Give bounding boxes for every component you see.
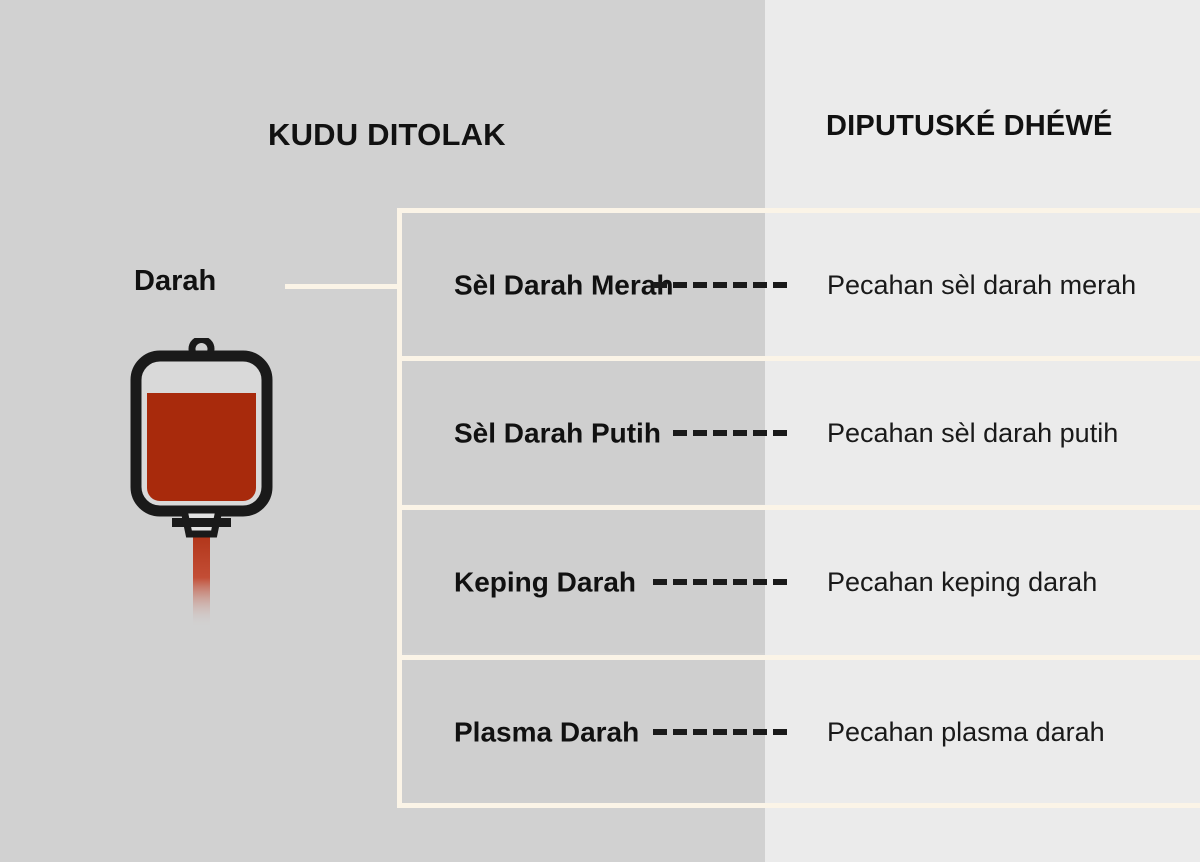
- dashed-connector-icon: [673, 429, 793, 436]
- source-label-blood: Darah: [134, 265, 217, 297]
- dashed-connector-icon: [653, 281, 793, 288]
- component-fraction: Pecahan plasma darah: [827, 716, 1105, 747]
- table-row: Sèl Darah Putih Pecahan sèl darah putih: [402, 361, 1200, 504]
- component-name: Keping Darah: [454, 565, 637, 597]
- table-row: Plasma Darah Pecahan plasma darah: [402, 660, 1200, 803]
- component-name: Sèl Darah Putih: [454, 416, 661, 448]
- component-fraction: Pecahan keping darah: [827, 566, 1098, 597]
- component-fraction: Pecahan sèl darah putih: [827, 417, 1119, 448]
- column-header-personal-decision: DIPUTUSKÉ DHÉWÉ: [826, 110, 1113, 142]
- dashed-connector-icon: [653, 578, 793, 585]
- row-secondary-cell: [765, 510, 1200, 653]
- row-secondary-cell: [765, 361, 1200, 504]
- table-row: Sèl Darah Merah Pecahan sèl darah merah: [402, 213, 1200, 356]
- component-name: Plasma Darah: [454, 715, 640, 747]
- blood-components-table: Sèl Darah Merah Pecahan sèl darah merah …: [397, 208, 1200, 808]
- table-divider-bottom: [397, 803, 1200, 808]
- dashed-connector-icon: [653, 728, 793, 735]
- source-connector-line: [285, 284, 400, 289]
- row-secondary-cell: [765, 660, 1200, 803]
- column-header-must-refuse: KUDU DITOLAK: [268, 117, 506, 152]
- table-divider-top: [397, 208, 1200, 213]
- table-divider-1: [397, 356, 1200, 361]
- row-secondary-cell: [765, 213, 1200, 356]
- table-divider-3: [397, 655, 1200, 660]
- component-fraction: Pecahan sèl darah merah: [827, 269, 1137, 300]
- table-divider-2: [397, 505, 1200, 510]
- blood-bag-icon: [128, 338, 278, 628]
- table-row: Keping Darah Pecahan keping darah: [402, 510, 1200, 653]
- component-name: Sèl Darah Merah: [454, 268, 674, 300]
